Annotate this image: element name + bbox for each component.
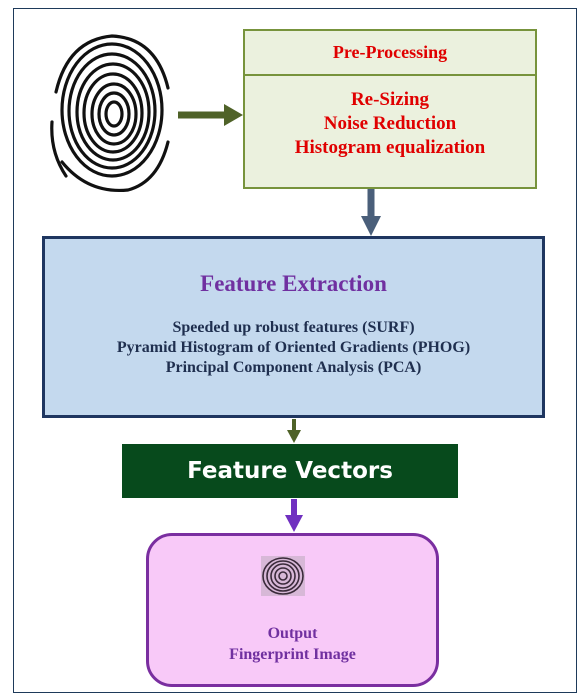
pre-processing-title: Pre-Processing: [245, 31, 535, 76]
feature-extraction-method: Speeded up robust features (SURF): [172, 319, 415, 336]
output-box: Output Fingerprint Image: [146, 533, 439, 687]
output-line: Output: [267, 625, 318, 642]
pre-processing-step: Re-Sizing: [350, 89, 430, 110]
feature-extraction-method: Principal Component Analysis (PCA): [165, 359, 422, 376]
fingerprint-image: [50, 34, 170, 193]
pre-processing-box: Pre-Processing Re-Sizing Noise Reduction…: [243, 29, 537, 189]
output-line: Fingerprint Image: [229, 646, 356, 663]
pre-processing-step: Histogram equalization: [294, 137, 486, 158]
feature-vectors-box: Feature Vectors: [122, 444, 458, 498]
output-text: Output Fingerprint Image: [149, 623, 436, 665]
feature-extraction-methods: Speeded up robust features (SURF) Pyrami…: [45, 318, 542, 378]
pre-processing-steps: Re-Sizing Noise Reduction Histogram equa…: [245, 88, 535, 160]
arrow-vectors-to-output: [285, 499, 303, 532]
arrow-input-to-preprocessing: [178, 104, 243, 126]
feature-extraction-method: Pyramid Histogram of Oriented Gradients …: [116, 339, 471, 356]
arrow-preprocessing-to-extraction: [361, 189, 381, 236]
output-fingerprint-thumbnail: [261, 556, 305, 596]
diagram-frame: [13, 8, 577, 693]
feature-vectors-label: Feature Vectors: [187, 458, 393, 484]
feature-extraction-title: Feature Extraction: [200, 271, 387, 296]
arrow-extraction-to-vectors: [287, 419, 301, 443]
pre-processing-step: Noise Reduction: [323, 113, 457, 134]
feature-extraction-box: Feature Extraction Speeded up robust fea…: [42, 236, 545, 418]
